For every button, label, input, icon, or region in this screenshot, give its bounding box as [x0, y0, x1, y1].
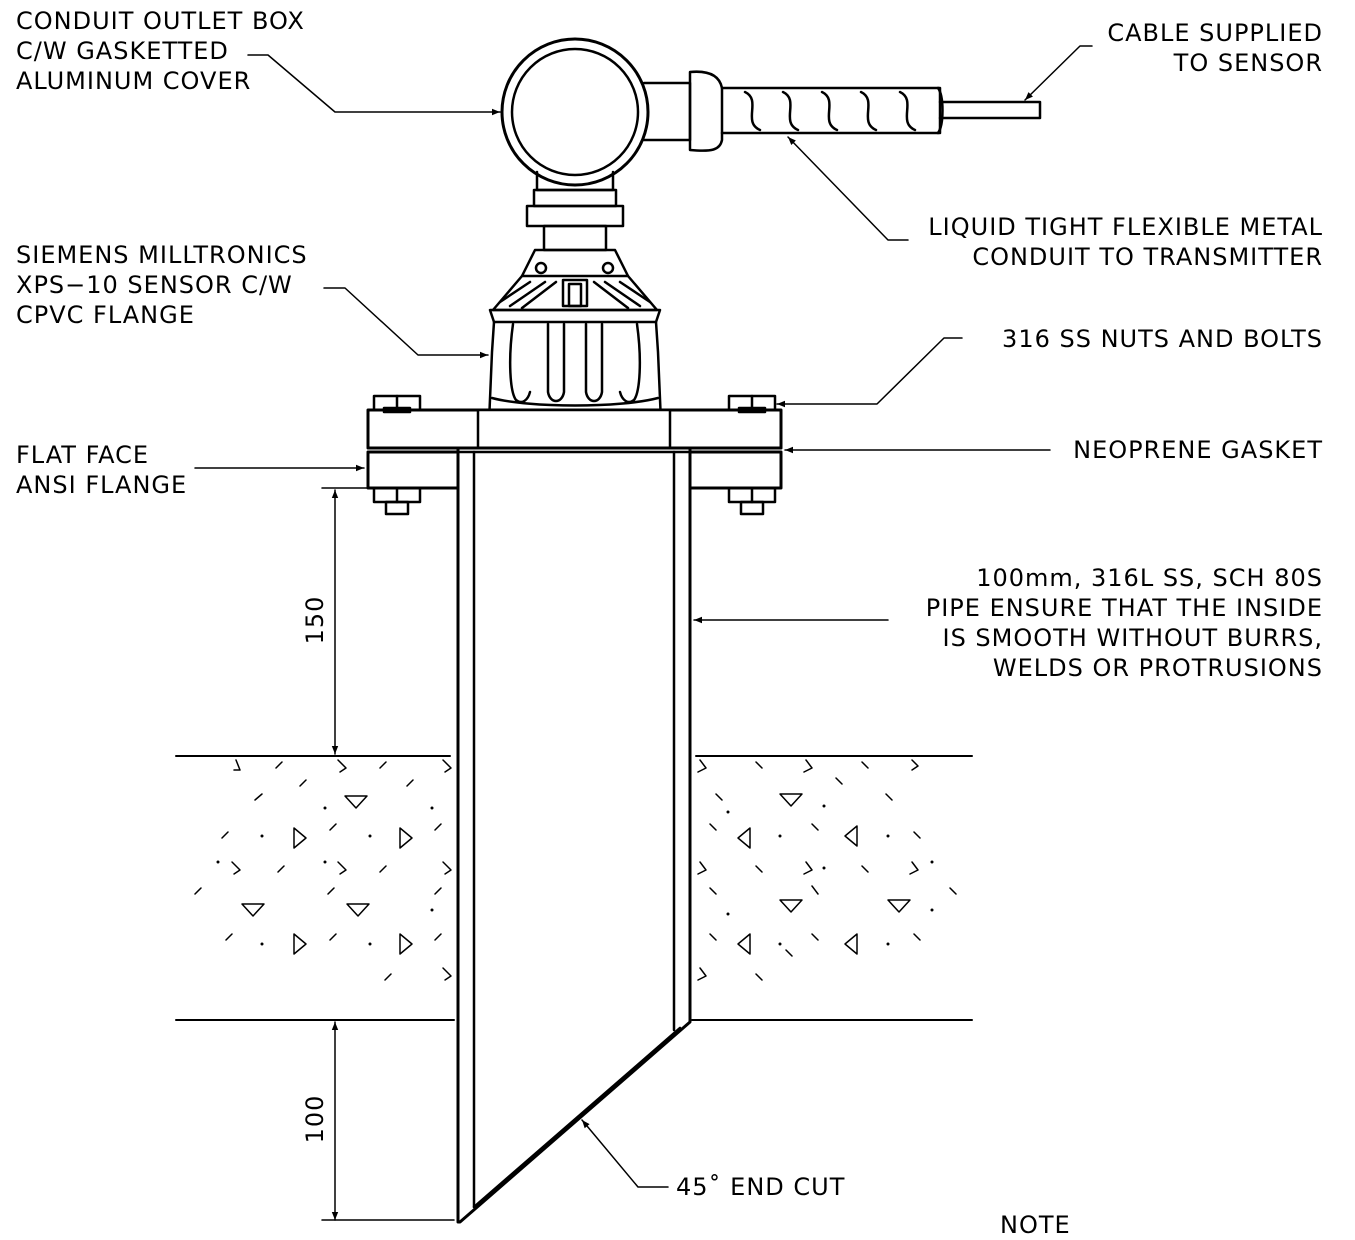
- sensor-label: SIEMENS MILLTRONICS XPS−10 SENSOR C/W CP…: [16, 241, 308, 329]
- concrete-dots: [216, 804, 934, 946]
- conduit-box-label: CONDUIT OUTLET BOX C/W GASKETTED ALUMINU…: [16, 7, 305, 95]
- cable-label: CABLE SUPPLIED TO SENSOR: [1107, 19, 1323, 77]
- concrete-slab: [175, 755, 973, 1021]
- gasket-label: NEOPRENE GASKET: [1073, 436, 1323, 464]
- sensor-body: [486, 248, 664, 448]
- conduit-outlet-box: [500, 37, 724, 192]
- dimension-upper: 150: [301, 595, 329, 645]
- coupling: [525, 188, 625, 252]
- end-cut-label: 45˚ END CUT: [676, 1173, 846, 1201]
- flex-conduit-label: LIQUID TIGHT FLEXIBLE METAL CONDUIT TO T…: [928, 213, 1323, 271]
- dimension-lines: [321, 487, 455, 1221]
- flex-conduit: [720, 86, 944, 135]
- dimension-lower: 100: [301, 1094, 329, 1144]
- pipe-label: 100mm, 316L SS, SCH 80S PIPE ENSURE THAT…: [925, 564, 1323, 682]
- nuts-bolts-label: 316 SS NUTS AND BOLTS: [1002, 325, 1323, 353]
- leader-lines: [194, 45, 1093, 1188]
- note-label: NOTE: [1000, 1211, 1071, 1239]
- stilling-pipe: [456, 446, 692, 1224]
- flange-label: FLAT FACE ANSI FLANGE: [16, 441, 188, 499]
- sensor-cable: [938, 100, 1042, 120]
